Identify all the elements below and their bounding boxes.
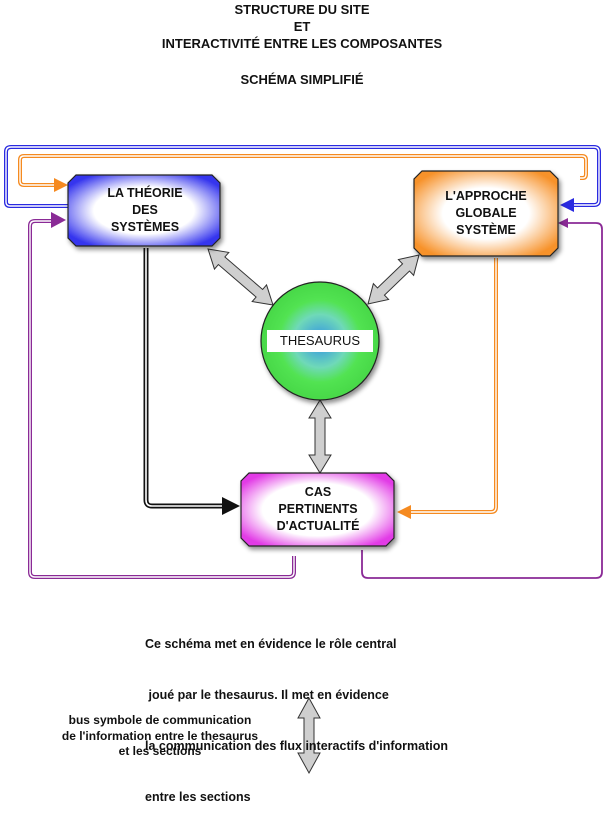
title-line-3: INTERACTIVITÉ ENTRE LES COMPOSANTES (161, 36, 443, 51)
diagram (4, 145, 603, 775)
node-approche-line-2: GLOBALE (455, 206, 517, 220)
blue-arrowhead-icon (560, 198, 574, 212)
description-line-1: Ce schéma met en évidence le rôle centra… (145, 637, 397, 651)
node-theorie[interactable]: LA THÉORIE DES SYSTÈMES (95, 185, 195, 236)
node-theorie-line-1: LA THÉORIE (107, 186, 183, 200)
node-theorie-line-3: SYSTÈMES (110, 220, 180, 234)
connector-orange-right (397, 258, 498, 519)
connector-blue (4, 145, 601, 212)
node-theorie-line-2: DES (132, 203, 158, 217)
node-theorie-shape (67, 174, 221, 247)
connector-orange-top (18, 154, 588, 192)
node-cas-line-1: CAS (304, 485, 332, 499)
node-approche-shape (413, 170, 559, 257)
node-approche-line-1: L'APPROCHE (445, 189, 527, 203)
black-arrowhead-icon (222, 497, 240, 515)
bus-arrow-theorie-thesaurus (207, 248, 274, 306)
legend-line-1: bus symbole de communication (68, 713, 252, 727)
connector-purple-left (28, 212, 296, 579)
double-arrow-icon (297, 696, 321, 775)
description-line-4: entre les sections (145, 790, 251, 804)
bus-arrow-thesaurus-cas (308, 399, 332, 474)
connector-black (143, 248, 240, 515)
node-cas-line-2: PERTINENTS (278, 502, 358, 516)
title-line-2: ET (293, 19, 311, 34)
purple-arrowhead-left-icon (51, 212, 66, 228)
legend-double-arrow-icon (297, 696, 321, 775)
bus-arrow-approche-thesaurus (367, 254, 420, 305)
description-line-3: la communication des flux interactifs d'… (145, 739, 449, 753)
description-line-2: joué par le thesaurus. Il met en évidenc… (145, 688, 389, 702)
thesaurus-label-bg (267, 330, 373, 352)
double-arrow-icon (207, 248, 274, 306)
title-line-1: STRUCTURE DU SITE (234, 2, 370, 17)
legend-line-2: de l'information entre le thesaurus (61, 728, 259, 743)
double-arrow-icon (367, 254, 420, 305)
orange-arrowhead-icon (54, 178, 68, 192)
node-approche[interactable]: L'APPROCHE GLOBALE SYSTÈME (428, 188, 544, 239)
subtitle: SCHÉMA SIMPLIFIÉ (240, 72, 364, 87)
orange-arrowhead-right-icon (397, 505, 411, 519)
node-cas-line-3: D'ACTUALITÉ (276, 519, 360, 533)
legend-line-3: et les sections (118, 744, 202, 758)
purple-arrowhead-right-icon (558, 218, 568, 228)
double-arrow-icon (308, 399, 332, 474)
node-approche-line-3: SYSTÈME (456, 223, 516, 237)
connector-purple-right (361, 218, 603, 579)
legend-text: bus symbole de communication de l'inform… (30, 713, 290, 760)
node-cas[interactable]: CAS PERTINENTS D'ACTUALITÉ (262, 484, 374, 535)
node-cas-shape (240, 472, 395, 547)
node-thesaurus[interactable]: THESAURUS (279, 333, 361, 348)
